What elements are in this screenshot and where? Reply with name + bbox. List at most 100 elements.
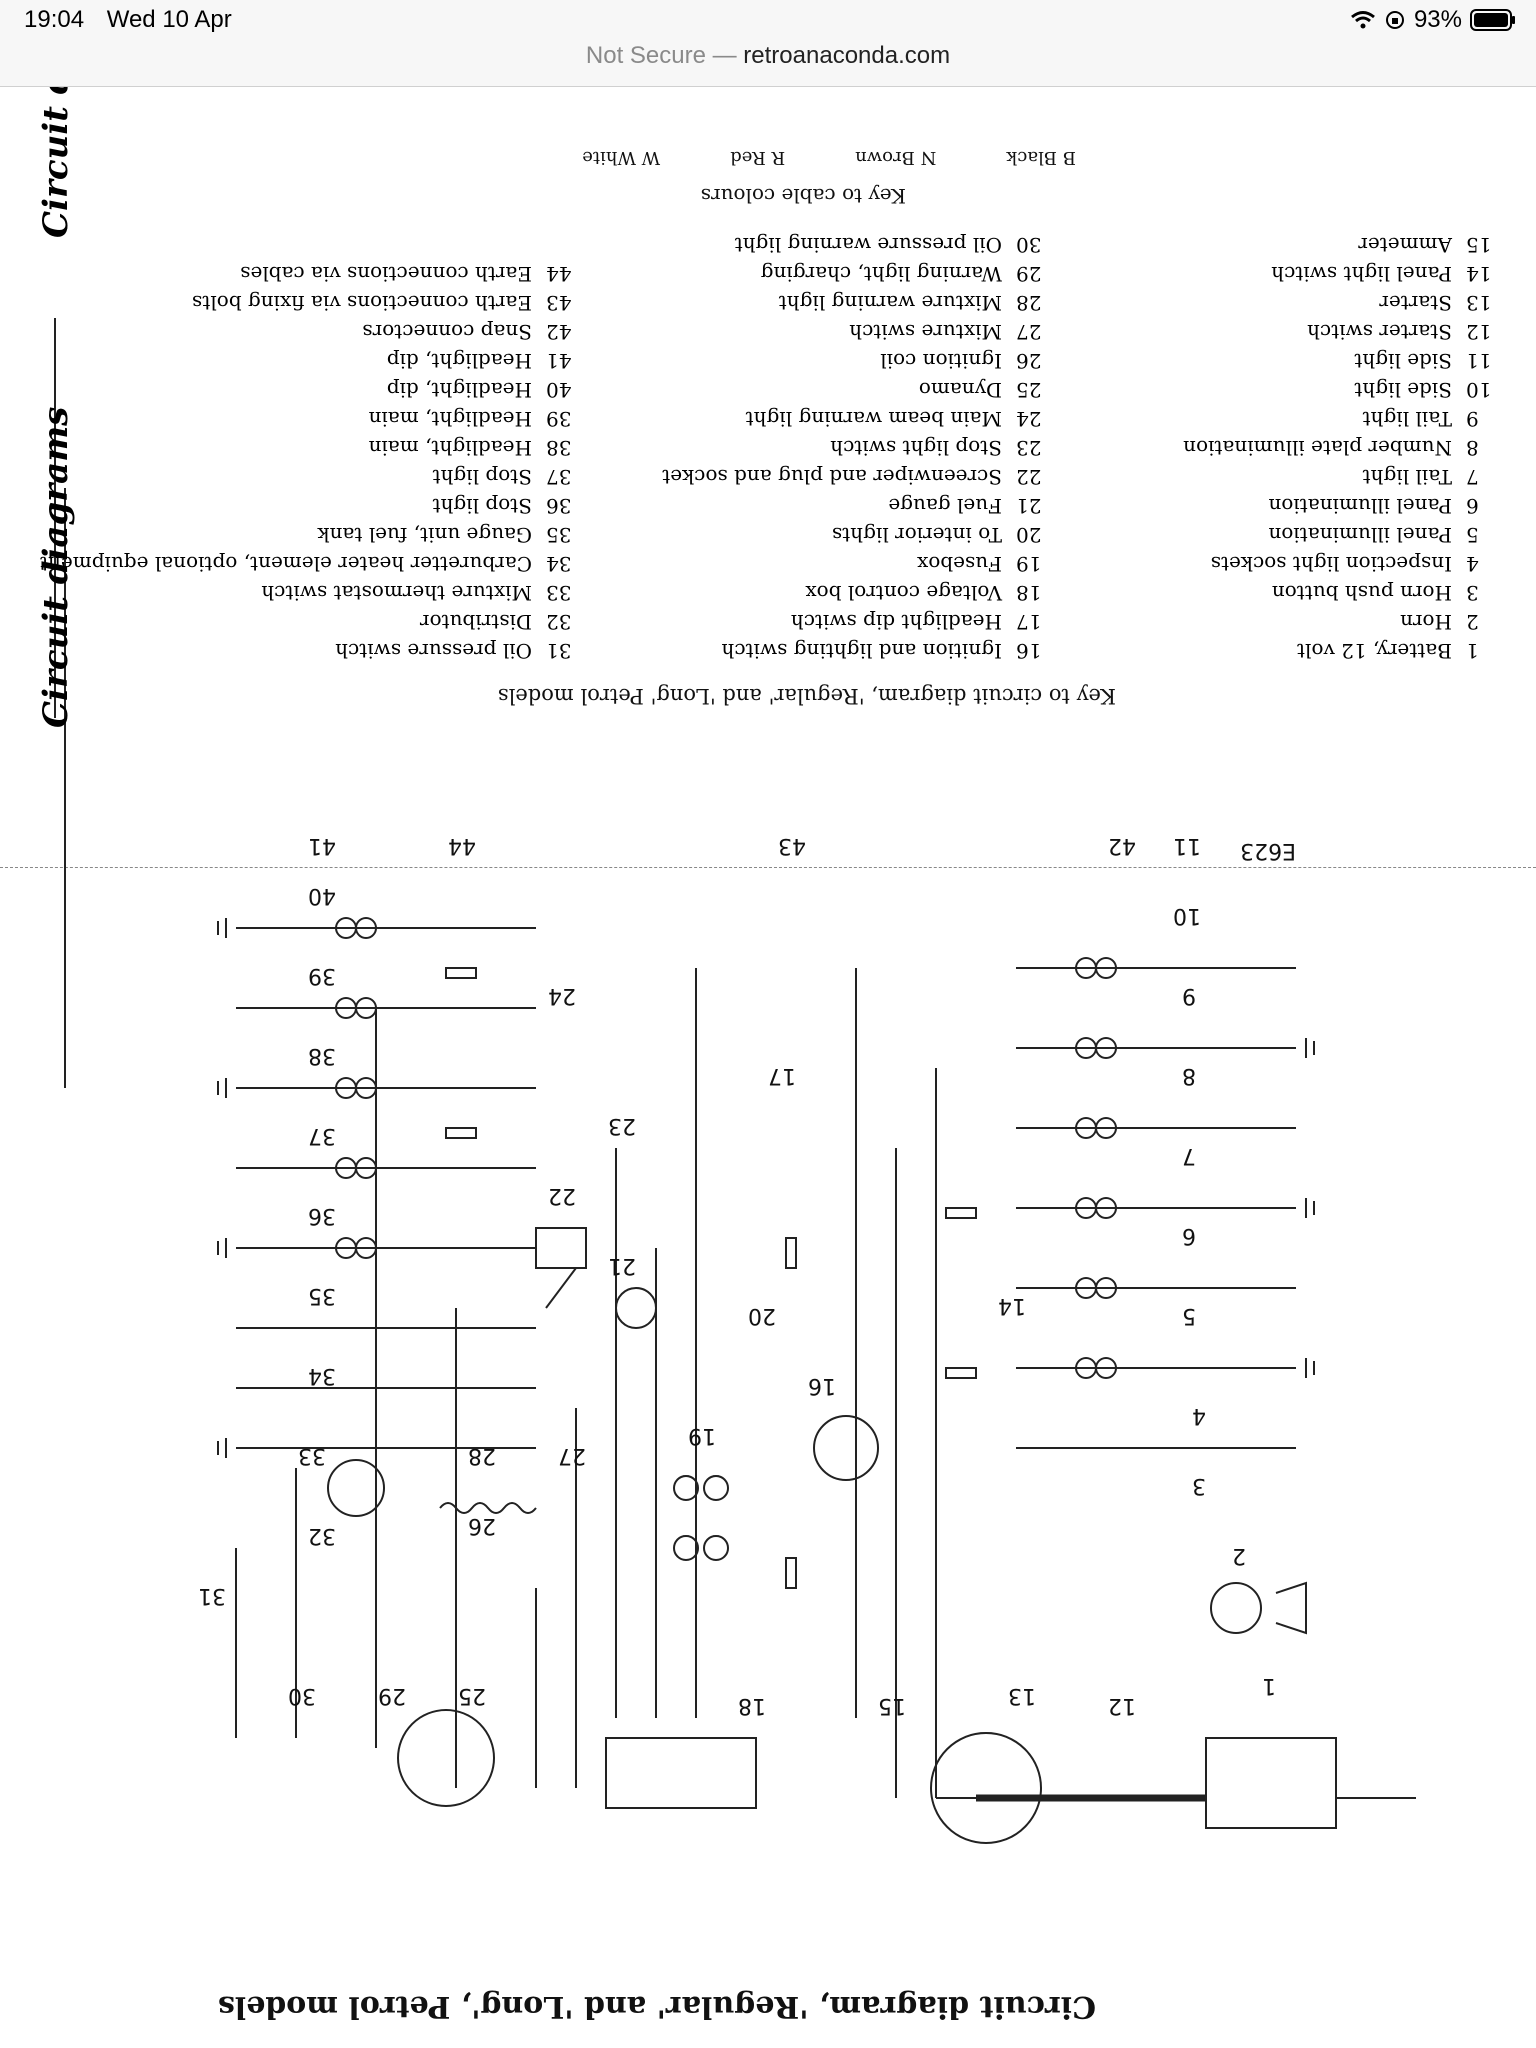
battery-percent: 93% [1413,6,1462,33]
diagram-label: 38 [308,1043,336,1068]
key-entry-number: 43 [546,291,572,315]
cable-colours: B Black N Brown R Red W White [582,147,1076,168]
key-entry: 22 Screenwiper and plug and socket [662,460,1056,489]
key-entry-number: 7 [1466,465,1479,489]
diagram-label: 8 [1182,1063,1196,1088]
key-entry-number: 23 [1016,436,1042,460]
key-entry-number: 22 [1016,465,1042,489]
diagram-label: 35 [308,1283,336,1308]
diagram-label: 19 [688,1423,716,1448]
key-entry-number: 3 [1466,581,1479,605]
diagram-label: 13 [1008,1683,1036,1708]
key-entry-label: Dynamo [918,378,1002,402]
key-entry: 14 Panel light switch [1183,257,1506,286]
key-entry-label: Mixture switch [849,320,1002,344]
side-heading: Circuit diagrams [36,406,76,728]
key-entry-number: 16 [1016,639,1042,663]
diagram-label: 31 [198,1583,226,1608]
diagram-label: 34 [308,1363,336,1388]
key-entry-label: Ignition and lighting switch [721,639,1002,663]
diagram-label: 37 [308,1123,336,1148]
diagram-label: 40 [308,883,336,908]
key-entry-label: Oil pressure warning light [734,233,1002,257]
battery-icon [1470,9,1515,31]
diagram-label: 44 [448,833,476,858]
key-entry-number: 6 [1466,494,1479,518]
key-entry-number: 31 [546,639,572,663]
key-entry-label: Side light [1354,378,1452,402]
diagram-labels: 1 2 3 4 5 6 7 8 9 10 11 12 13 14 15 16 1… [0,833,1536,1968]
key-entry: 38 Headlight, main [40,431,586,460]
key-entry-label: Starter [1379,291,1452,315]
key-entry-label: Starter switch [1307,320,1452,344]
key-entry-label: Horn [1400,610,1452,634]
key-entry-label: Headlight, main [368,436,532,460]
key-entry-number: 25 [1016,378,1042,402]
key-entry-label: Voltage control box [805,581,1002,605]
key-entry-number: 37 [546,465,572,489]
wifi-icon [1351,11,1375,29]
key-entry-number: 14 [1466,262,1492,286]
address-bar[interactable]: Not Secure — retroanaconda.com [0,40,1536,87]
key-entry-label: Snap connectors [362,320,532,344]
figure-code: E623 [1240,838,1296,863]
key-entry-label: Panel light switch [1271,262,1452,286]
key-entry-label: Horn push button [1271,581,1452,605]
scanned-page: Circuit diagram, 'Regular' and 'Long', P… [0,87,1536,2048]
diagram-label: 33 [298,1443,326,1468]
key-entry-label: Ignition coil [880,349,1002,373]
key-entry-number: 15 [1466,233,1492,257]
key-entry: 3 Horn push button [1183,576,1506,605]
key-entry-label: Main beam warning light [745,407,1002,431]
orientation-lock-icon [1385,11,1404,29]
key-entry-label: Fusebox [917,552,1002,576]
key-entry-number: 8 [1466,436,1479,460]
key-entry-label: Headlight dip switch [790,610,1002,634]
key-entry-label: Fuel gauge [888,494,1002,518]
key-entry-number: 39 [546,407,572,431]
cable-colour: R Red [730,147,786,168]
diagram-label: 2 [1232,1543,1246,1568]
key-entry-number: 29 [1016,262,1042,286]
cable-colour: B Black [1006,147,1076,168]
diagram-label: 25 [458,1683,486,1708]
diagram-label: 12 [1108,1693,1136,1718]
diagram-label: 3 [1192,1473,1206,1498]
key-title: Key to circuit diagram, 'Regular' and 'L… [497,684,1116,708]
key-entry-number: 30 [1016,233,1042,257]
key-entry-number: 28 [1016,291,1042,315]
web-page-content: Circuit diagram, 'Regular' and 'Long', P… [0,87,1536,2048]
side-heading: Circuit diagrams [36,87,76,238]
key-entry-number: 34 [546,552,572,576]
key-entry-label: Panel illumination [1268,494,1452,518]
key-entry-label: Stop light switch [830,436,1002,460]
key-entry-number: 40 [546,378,572,402]
key-entry-number: 4 [1466,552,1479,576]
key-entry-number: 5 [1466,523,1479,547]
key-entry-number: 38 [546,436,572,460]
key-entry-label: Screenwiper and plug and socket [662,465,1002,489]
